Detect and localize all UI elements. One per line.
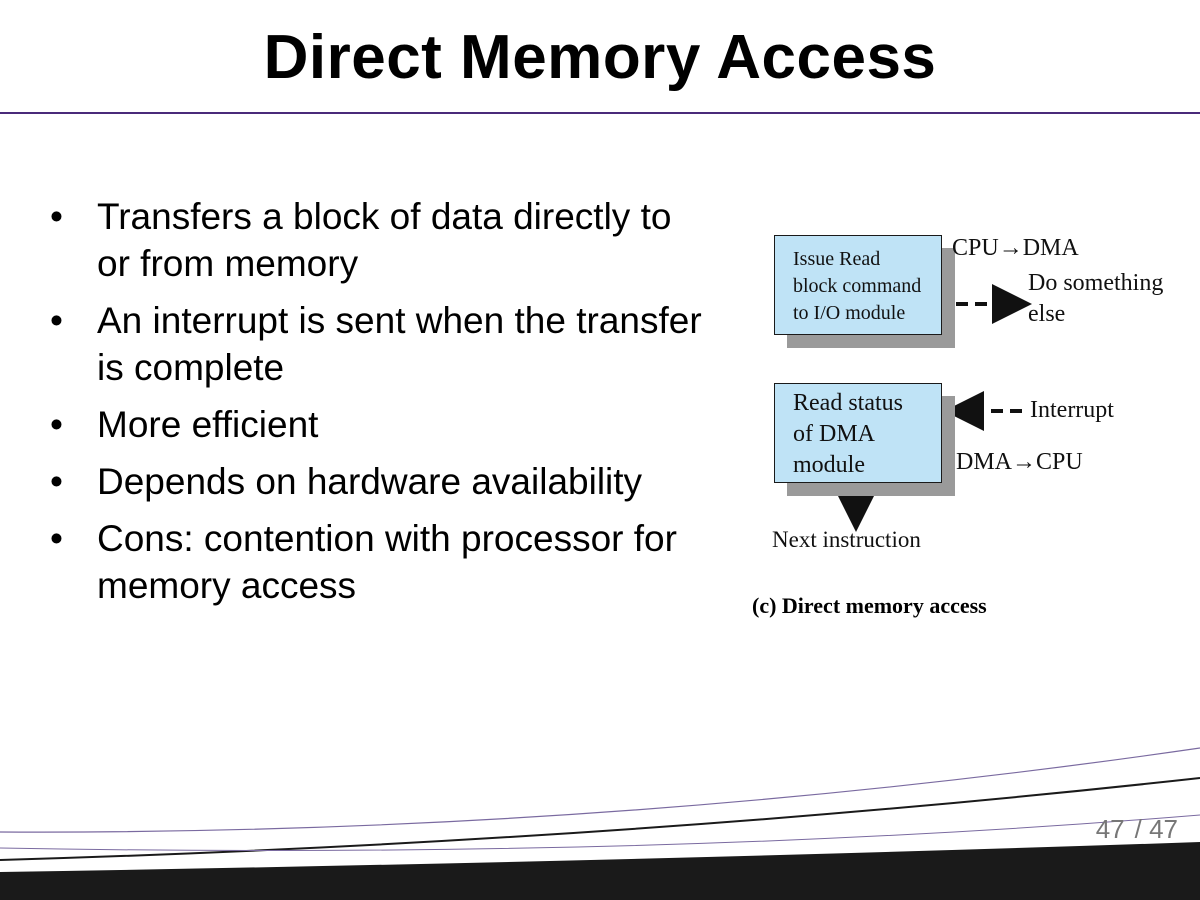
bullet-item: • More efficient: [50, 401, 710, 448]
diagram-arrows: [836, 284, 1032, 532]
box-line: of DMA: [793, 421, 875, 447]
box-line: to I/O module: [793, 302, 906, 324]
interrupt-label: Interrupt: [1030, 397, 1114, 423]
figure-caption: (c) Direct memory access: [752, 593, 987, 618]
bullet-dot: •: [50, 461, 63, 502]
bullet-item: • Depends on hardware availability: [50, 458, 710, 505]
dma-to-cpu-label: DMA→CPU: [956, 449, 1083, 475]
bullet-text: More efficient: [97, 404, 319, 445]
bullet-dot: •: [50, 300, 63, 341]
read-status-box: Read status of DMA module: [774, 383, 942, 483]
issue-read-box: Issue Read block command to I/O module: [774, 235, 942, 335]
box-line: module: [793, 452, 865, 478]
bullet-text: An interrupt is sent when the transfer i…: [97, 300, 702, 388]
bullet-text: Transfers a block of data directly to or…: [97, 196, 672, 284]
box-line: Issue Read: [793, 248, 881, 270]
bullet-dot: •: [50, 404, 63, 445]
bullet-text: Cons: contention with processor for memo…: [97, 518, 677, 606]
else-label: else: [1028, 301, 1066, 327]
dma-flow-diagram: Issue Read block command to I/O module R…: [740, 225, 1190, 635]
page-total: / 47: [1134, 814, 1178, 844]
bullet-dot: •: [50, 518, 63, 559]
bullet-item: • An interrupt is sent when the transfer…: [50, 297, 710, 391]
bullet-item: • Cons: contention with processor for me…: [50, 515, 710, 609]
page-current: 47: [1095, 814, 1125, 844]
cpu-to-dma-label: CPU→DMA: [952, 235, 1079, 261]
do-something-label: Do something: [1028, 270, 1164, 296]
next-instruction-label: Next instruction: [772, 527, 921, 552]
box-line: block command: [793, 275, 922, 297]
bullet-item: • Transfers a block of data directly to …: [50, 193, 710, 287]
slide-title: Direct Memory Access: [263, 23, 937, 92]
bullet-list: • Transfers a block of data directly to …: [50, 193, 710, 619]
page-indicator: 47 / 47: [1096, 814, 1178, 845]
box-line: Read status: [793, 390, 903, 416]
bullet-dot: •: [50, 196, 63, 237]
bullet-text: Depends on hardware availability: [97, 461, 643, 502]
title-divider: [0, 112, 1200, 114]
